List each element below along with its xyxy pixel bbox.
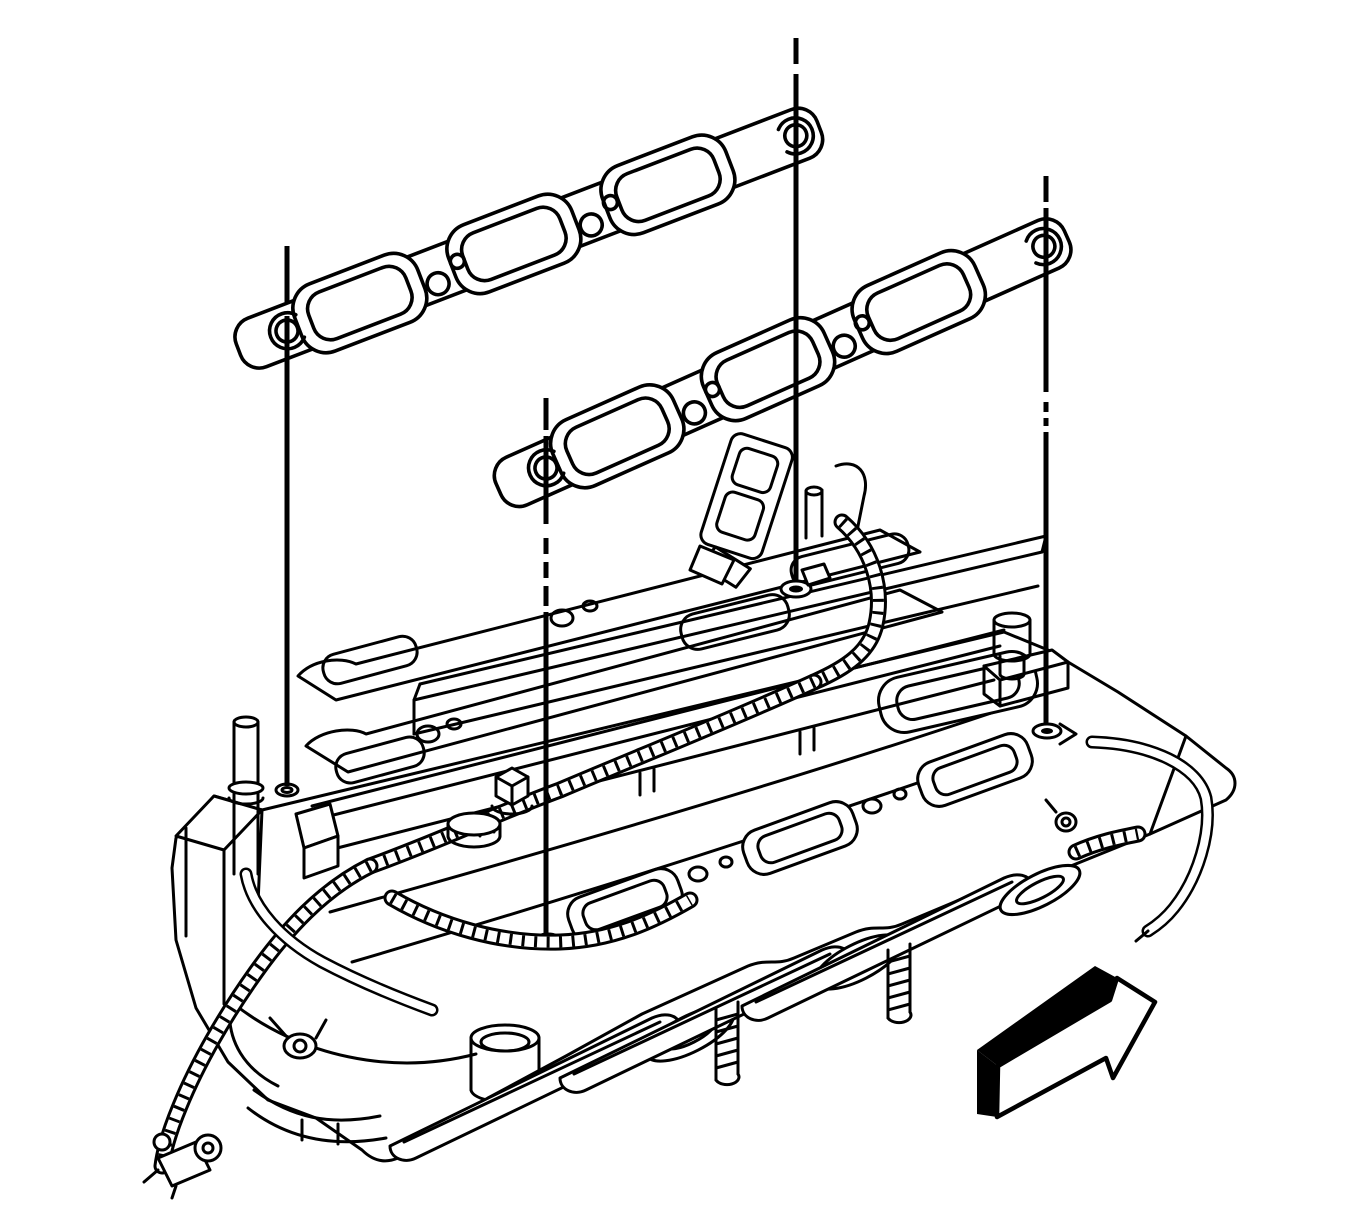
fuel-feed-pipe [227, 715, 439, 1017]
intake-manifold-assembly: intake manifold with fuel rails, injecto… [142, 432, 1237, 1200]
front-fuel-rail [294, 628, 1006, 880]
arrow-shadow-end [977, 1050, 998, 1117]
wiring-conduit-sensor [805, 513, 887, 691]
wiring-conduit-main [361, 673, 823, 875]
gasket-rear-bank: intake manifold gasket (rear bank) [223, 91, 834, 386]
alignment-guides: bolt-hole alignment guide lines [284, 38, 1049, 934]
arrow-shadow-face [977, 966, 1117, 1066]
upper-plenum-plates [296, 528, 944, 774]
rear-fuel-rail [412, 534, 1048, 736]
harness-connector [142, 1132, 223, 1200]
wiring-conduit-right-stub [1067, 825, 1147, 861]
arrow-face [994, 975, 1158, 1120]
dome-boss [446, 811, 502, 849]
wiring-conduit-lower-loop [383, 889, 699, 951]
mounting-lug [268, 1016, 328, 1060]
mounting-stud-1 [714, 1000, 741, 1087]
injector-runner-3 [740, 863, 1082, 1022]
support-bracket-loop [1044, 735, 1214, 943]
map-sensor-bracket [688, 432, 867, 589]
mounting-stud-2 [886, 942, 913, 1025]
wiring-conduit-harness-drop [153, 857, 379, 1175]
direction-arrow: forward direction indicator [977, 966, 1158, 1120]
hex-bolt [490, 766, 534, 816]
lower-rim-bands [246, 1088, 388, 1146]
